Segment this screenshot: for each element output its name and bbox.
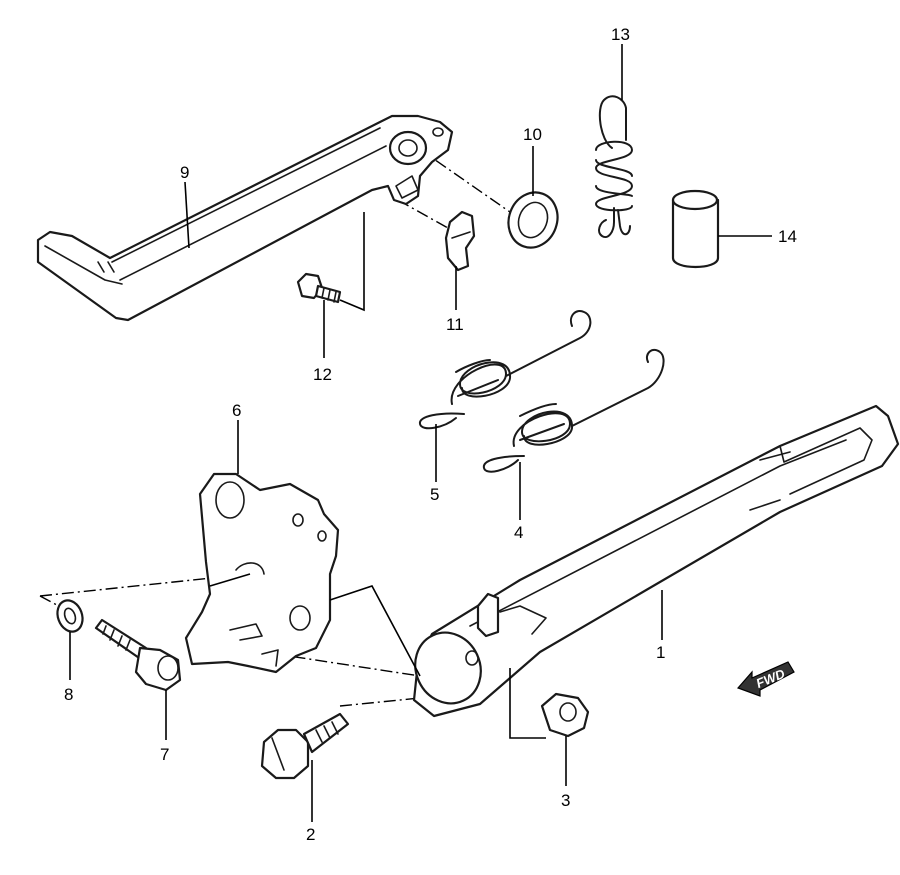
spring-13 <box>595 95 633 238</box>
clip-11 <box>444 210 476 272</box>
spring-4 <box>482 348 665 473</box>
callout-6: 6 <box>232 401 241 420</box>
callout-labels: 1 2 3 4 5 6 7 8 9 10 11 12 13 14 <box>64 25 797 844</box>
callout-1: 1 <box>656 643 665 662</box>
side-stand <box>412 404 900 718</box>
washer-8 <box>56 599 84 633</box>
callout-4: 4 <box>514 523 523 542</box>
nut-3 <box>540 692 590 738</box>
callout-5: 5 <box>430 485 439 504</box>
fwd-label: FWD <box>754 666 788 691</box>
callout-3: 3 <box>561 791 570 810</box>
callout-11: 11 <box>446 315 464 334</box>
spring-5 <box>419 310 592 430</box>
callout-8: 8 <box>64 685 73 704</box>
callout-7: 7 <box>160 745 169 764</box>
leader-lines <box>69 44 772 822</box>
callout-9: 9 <box>180 163 189 182</box>
bolt-12 <box>296 272 342 304</box>
washer-10 <box>507 191 559 249</box>
callout-13: 13 <box>611 25 630 44</box>
bushing-14 <box>671 189 720 268</box>
stand-bracket <box>184 472 340 674</box>
bolt-7 <box>94 618 182 692</box>
forward-arrow-icon: FWD <box>736 661 795 697</box>
callout-10: 10 <box>523 125 542 144</box>
brake-pedal <box>36 114 454 322</box>
callout-2: 2 <box>306 825 315 844</box>
callout-12: 12 <box>313 365 332 384</box>
pivot-bolt <box>260 712 350 780</box>
callout-14: 14 <box>778 227 797 246</box>
